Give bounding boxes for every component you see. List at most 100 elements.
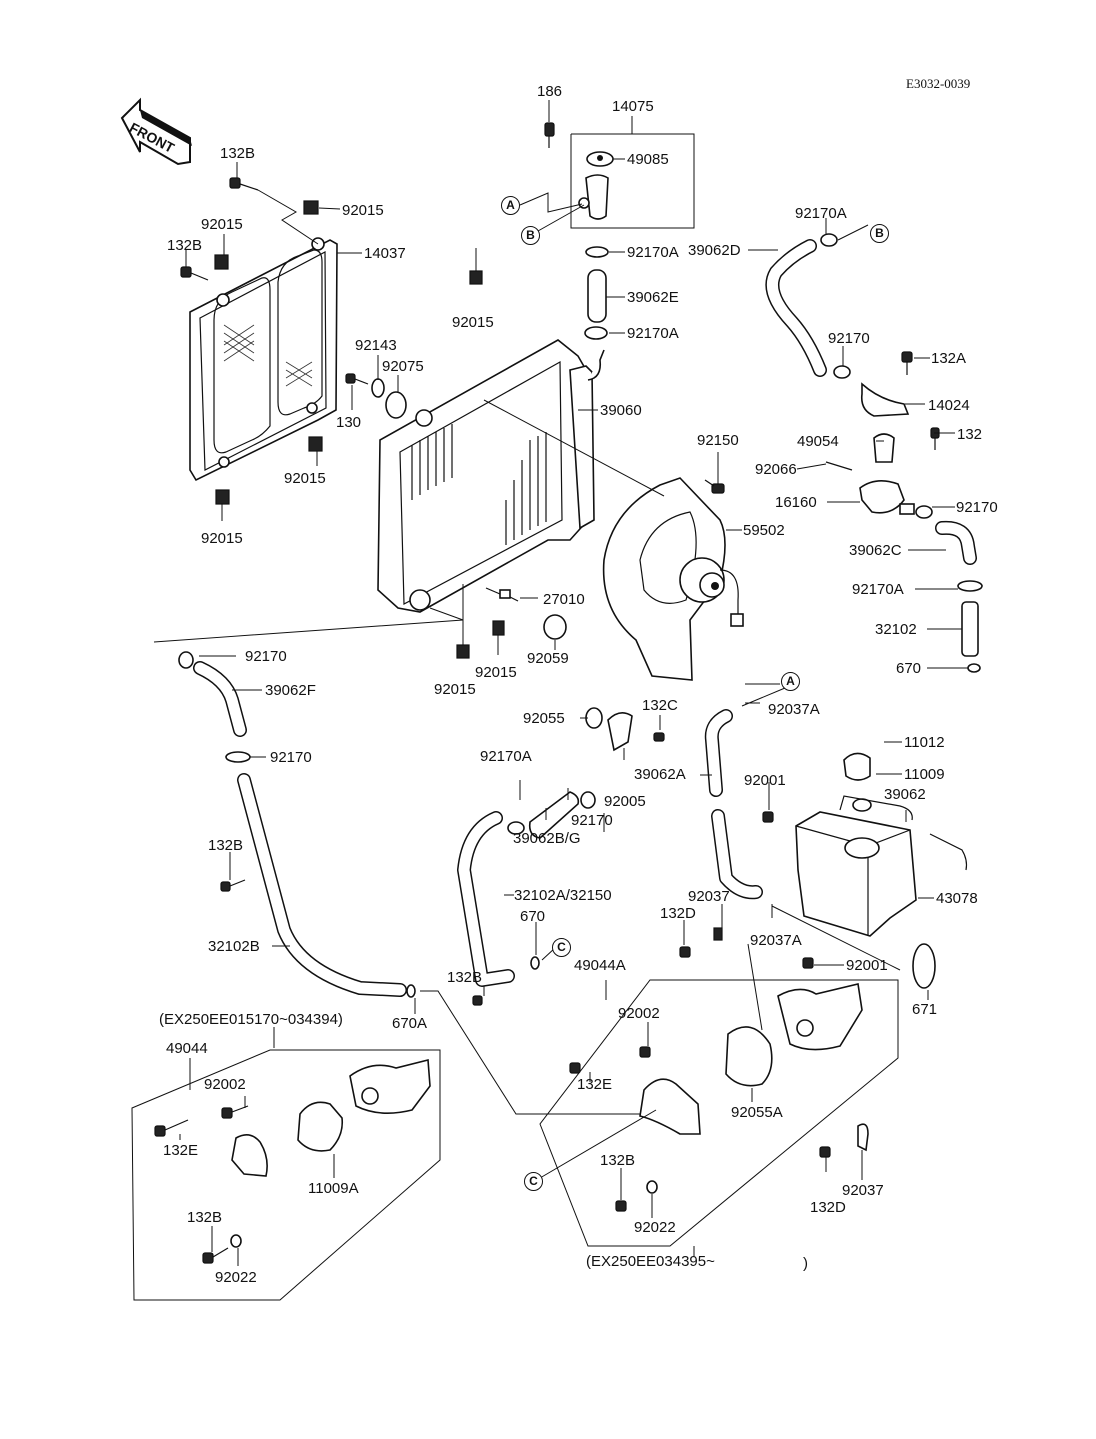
radiator-shroud-part <box>189 237 338 482</box>
part-label: 671 <box>912 1001 938 1018</box>
part-label: 92015 <box>475 664 517 681</box>
part-label: 92170A <box>480 748 532 765</box>
document-id: E3032-0039 <box>906 76 971 91</box>
part-label: 49044A <box>574 957 626 974</box>
part-label: 11009 <box>904 766 945 783</box>
pipe-32102b-part <box>220 773 416 998</box>
water-pump-late-part <box>539 927 899 1247</box>
part-label: 132B <box>220 145 256 162</box>
part-label: 92015 <box>434 681 476 698</box>
water-pump-early-part <box>131 1049 441 1301</box>
serial-range-late: (EX250EE034395~ <box>586 1253 715 1270</box>
part-label: 14024 <box>928 397 970 414</box>
part-label: 49054 <box>797 433 839 450</box>
part-label: 49044 <box>166 1040 208 1057</box>
part-label: 11009A <box>308 1180 359 1197</box>
part-label: 92170A <box>852 581 904 598</box>
part-label: 92059 <box>527 650 569 667</box>
part-label: 670A <box>392 1015 428 1032</box>
part-label: 32102A/32150 <box>514 887 612 904</box>
part-label: 132 <box>957 426 983 443</box>
part-label: 39062A <box>634 766 686 783</box>
hose-39062f-part <box>178 651 251 763</box>
part-label: 16160 <box>775 494 817 511</box>
serial-range-late-close: ) <box>803 1255 808 1272</box>
coolant-reservoir-part <box>762 752 968 989</box>
part-label: 49085 <box>627 151 669 168</box>
hose-39062a-part <box>704 709 763 900</box>
part-label: 132A <box>931 350 967 367</box>
part-label: 92170 <box>571 812 613 829</box>
part-label: 92037 <box>688 888 730 905</box>
part-label: 132B <box>447 969 483 986</box>
part-label: 39062E <box>627 289 679 306</box>
part-label: 92170 <box>828 330 870 347</box>
front-arrow-icon <box>120 97 192 166</box>
thermostat-housing-part <box>825 351 940 519</box>
part-label: 39062B/G <box>513 830 581 847</box>
part-label: 670 <box>520 908 546 925</box>
part-label: 92055A <box>731 1104 783 1121</box>
part-label: 92170A <box>627 244 679 261</box>
part-label: 670 <box>896 660 922 677</box>
ref-marker-b: B <box>870 224 889 243</box>
part-label: 132D <box>810 1199 846 1216</box>
part-label: 92037A <box>768 701 820 718</box>
ref-marker-a: A <box>781 672 800 691</box>
hose-39062e-part <box>584 246 609 340</box>
part-label: 32102B <box>208 938 260 955</box>
clip-92015-icon <box>214 200 505 659</box>
part-label: 92150 <box>697 432 739 449</box>
part-label: 92002 <box>618 1005 660 1022</box>
part-label: 92170 <box>270 749 312 766</box>
leader-lines <box>153 100 968 1266</box>
part-label: 32102 <box>875 621 917 638</box>
rubber-grommet-icon <box>345 373 407 419</box>
ref-marker-b: B <box>521 226 540 245</box>
radiator-core-part <box>377 339 605 613</box>
serial-range-early: (EX250EE015170~034394) <box>159 1011 343 1028</box>
part-label: 92022 <box>634 1219 676 1236</box>
part-label: 186 <box>537 83 563 100</box>
bolt-132b-icon <box>180 177 259 281</box>
part-label: 132B <box>167 237 203 254</box>
part-label: 92005 <box>604 793 646 810</box>
part-label: 92015 <box>284 470 326 487</box>
part-label: 92170 <box>956 499 998 516</box>
temperature-sensor-part <box>485 587 567 640</box>
part-label: 59502 <box>743 522 785 539</box>
part-label: 92022 <box>215 1269 257 1286</box>
part-label: 39062 <box>884 786 926 803</box>
part-label: 92001 <box>846 957 888 974</box>
part-label: 92037A <box>750 932 802 949</box>
part-label: 92170A <box>627 325 679 342</box>
part-label: 132B <box>187 1209 223 1226</box>
part-label: 132B <box>208 837 244 854</box>
part-label: 43078 <box>936 890 978 907</box>
part-label: 132C <box>642 697 678 714</box>
part-label: 92143 <box>355 337 397 354</box>
part-label: 92075 <box>382 358 424 375</box>
part-label: 132E <box>577 1076 613 1093</box>
part-label: 39062D <box>688 242 741 259</box>
part-label: 39062F <box>265 682 316 699</box>
cooling-fan-part <box>602 477 744 681</box>
hose-39062d-part <box>765 233 851 379</box>
part-label: 132B <box>600 1152 636 1169</box>
part-label: 130 <box>336 414 362 431</box>
part-label: 92002 <box>204 1076 246 1093</box>
part-label: 92015 <box>452 314 494 331</box>
ref-marker-c: C <box>524 1172 543 1191</box>
part-label: 92066 <box>755 461 797 478</box>
part-label: 39060 <box>600 402 642 419</box>
part-label: 14075 <box>612 98 654 115</box>
part-label: 92055 <box>523 710 565 727</box>
ref-marker-c: C <box>552 938 571 957</box>
part-label: 92037 <box>842 1182 884 1199</box>
part-label: 92170 <box>245 648 287 665</box>
part-label: 27010 <box>543 591 585 608</box>
part-label: 11012 <box>904 734 945 751</box>
pipe-32102a-part <box>457 707 665 1006</box>
